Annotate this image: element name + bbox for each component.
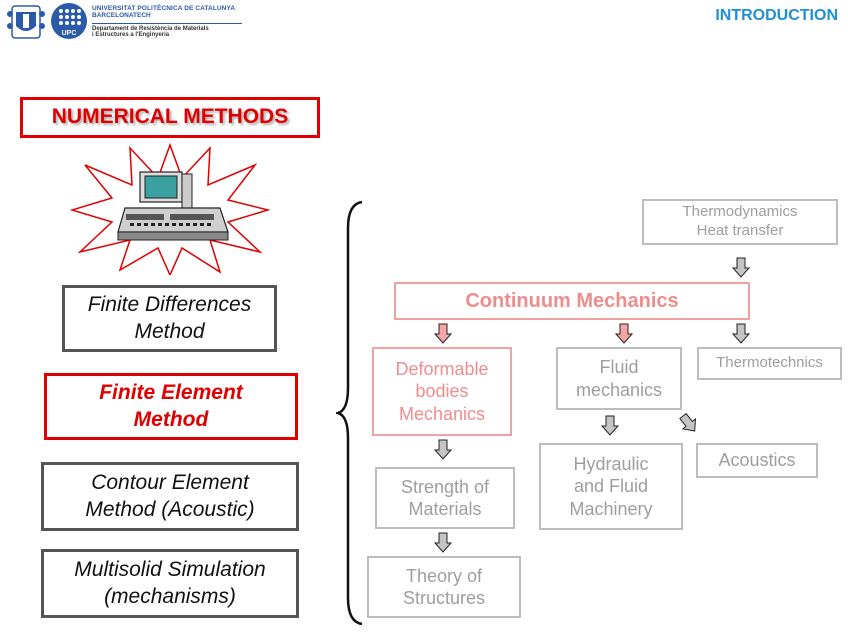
method-line1: Multisolid Simulation — [74, 558, 266, 582]
deformable-bodies-box: Deformable bodies Mechanics — [372, 347, 512, 436]
upc-logo-text: UPC — [62, 30, 77, 37]
strength-line1: Strength of — [400, 476, 490, 497]
fluid-line1: Fluid — [599, 357, 639, 377]
computer-starburst-icon — [70, 142, 270, 275]
continuum-mechanics-box: Continuum Mechanics — [394, 282, 750, 320]
arrow-fluid-to-acoustics — [676, 410, 702, 437]
method-line2: (mechanisms) — [104, 584, 236, 608]
method-line1: Contour Element — [91, 471, 249, 495]
method-finite-element: Finite Element Method — [44, 373, 298, 440]
thermodynamics-box: Thermodynamics Heat transfer — [642, 199, 838, 245]
crest-logo — [7, 5, 45, 39]
method-multisolid-simulation: Multisolid Simulation (mechanisms) — [41, 549, 299, 618]
university-name: UNIVERSITAT POLITÈCNICA DE CATALUNYA BAR… — [92, 5, 235, 19]
hydraulic-machinery-box: Hydraulic and Fluid Machinery — [539, 443, 683, 530]
hydraulic-line1: Hydraulic — [573, 453, 649, 474]
section-title: INTRODUCTION — [715, 7, 838, 24]
fluid-line2: mechanics — [575, 379, 663, 400]
arrow-continuum-to-thermotechnics — [732, 323, 750, 344]
thermodynamics-line1: Thermodynamics — [682, 203, 798, 221]
method-line2: Method — [134, 319, 205, 343]
theory-line1: Theory of — [405, 565, 483, 586]
method-contour-element: Contour Element Method (Acoustic) — [41, 462, 299, 531]
department-line2: i Estructures a l'Enginyeria — [92, 32, 170, 38]
arrow-strength-to-theory — [434, 532, 452, 553]
method-line2: Method — [133, 407, 209, 431]
hydraulic-line3: Machinery — [569, 498, 653, 519]
method-line1: Finite Element — [99, 381, 243, 405]
arrow-fluid-to-hydraulic — [601, 415, 619, 436]
arrow-continuum-to-deformable — [434, 323, 452, 344]
hydraulic-line2: and Fluid — [573, 476, 649, 497]
header-divider — [92, 23, 242, 24]
deformable-line2: bodies — [415, 381, 469, 402]
theory-line2: Structures — [402, 588, 486, 608]
method-line2: Method (Acoustic) — [85, 497, 255, 521]
thermodynamics-line2: Heat transfer — [696, 222, 784, 239]
deformable-line3: Mechanics — [398, 403, 486, 424]
method-line1: Finite Differences — [87, 293, 252, 317]
arrow-continuum-to-fluid — [615, 323, 633, 344]
theory-of-structures-box: Theory of Structures — [367, 556, 521, 618]
numerical-methods-title: NUMERICAL METHODS — [20, 97, 320, 138]
strength-of-materials-box: Strength of Materials — [375, 467, 515, 529]
curly-brace — [336, 200, 363, 626]
strength-line2: Materials — [408, 499, 482, 519]
acoustics-box: Acoustics — [696, 443, 818, 478]
arrow-deformable-to-strength — [434, 439, 452, 460]
department-line1: Departament de Resistència de Materials — [92, 26, 209, 32]
deformable-line1: Deformable — [395, 358, 489, 379]
university-label: UNIVERSITAT POLITÈCNICA DE CATALUNYA — [92, 5, 236, 12]
campus-label: BARCELONATECH — [92, 12, 151, 19]
fluid-mechanics-box: Fluid mechanics — [556, 347, 682, 410]
department-name: Departament de Resistència de Materials … — [92, 26, 209, 38]
upc-logo: UPC — [51, 3, 87, 39]
arrow-thermo-to-continuum — [732, 257, 750, 278]
thermotechnics-box: Thermotechnics — [697, 347, 842, 380]
method-finite-differences: Finite Differences Method — [62, 285, 277, 352]
